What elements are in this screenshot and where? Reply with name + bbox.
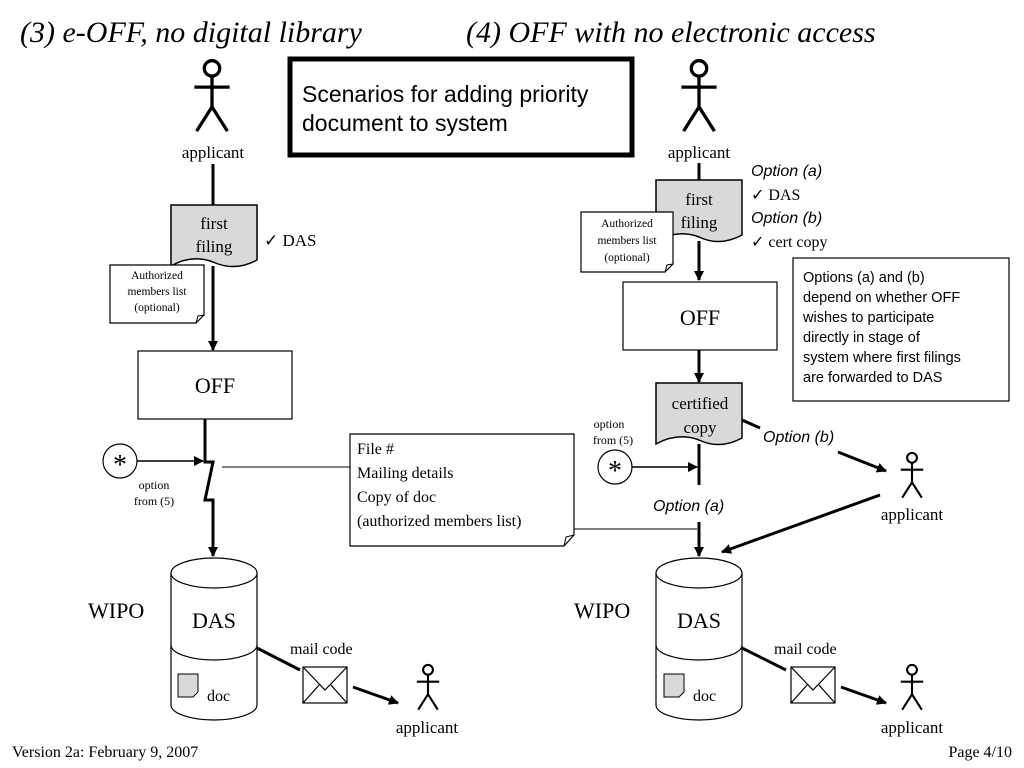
left-first-filing-document: first filing (170, 204, 258, 268)
right-first-filing-line-2: filing (681, 213, 718, 232)
scenarios-title-line-1: Scenarios for adding priority (302, 81, 589, 107)
left-doc-icon (177, 673, 199, 698)
right-scenario: applicant Option (a) ✓ DAS Option (b) ✓ … (574, 59, 1010, 737)
left-doc-label: doc (207, 688, 230, 705)
left-first-filing-line-2: filing (196, 237, 233, 256)
right-applicant-bottom: applicant (881, 718, 944, 737)
applicant-icon (415, 663, 441, 711)
scenarios-title-line-2: document to system (302, 110, 508, 136)
footer-version: Version 2a: February 9, 2007 (12, 744, 198, 761)
left-option-from-line-1: option (139, 478, 170, 492)
options-note-line-5: system where first filings (803, 350, 961, 366)
right-option-from-line-2: from (5) (593, 433, 633, 447)
right-wipo-label: WIPO (574, 598, 630, 623)
right-authorized-line-1: Authorized (601, 218, 653, 230)
left-applicant-top: applicant (182, 143, 245, 162)
right-first-filing-document: first filing (655, 179, 743, 243)
right-certified-copy-line-2: copy (683, 418, 717, 437)
right-option-b-label: Option (b) (751, 210, 822, 227)
right-cert-copy-check: ✓ cert copy (751, 234, 827, 251)
right-authorized-members-note: Authorized members list (optional) (580, 211, 674, 273)
right-das-label: DAS (677, 608, 721, 633)
left-das-check: ✓ DAS (264, 231, 317, 250)
applicant-icon (679, 59, 719, 133)
applicant-icon (192, 59, 232, 133)
right-off-label: OFF (680, 305, 720, 330)
options-note-line-2: depend on whether OFF (803, 290, 960, 306)
options-note-line-1: Options (a) and (b) (803, 270, 925, 286)
left-option-from-line-2: from (5) (134, 494, 174, 508)
left-option-asterisk: * (102, 443, 138, 481)
right-off-box: OFF (622, 281, 778, 351)
left-off-label: OFF (195, 373, 235, 398)
right-applicant-mid: applicant (881, 505, 944, 524)
file-details-note: File # Mailing details Copy of doc (auth… (349, 433, 575, 547)
left-authorized-members-note: Authorized members list (optional) (109, 264, 205, 324)
right-first-filing-line-1: first (685, 190, 713, 209)
file-details-line-3: Copy of doc (357, 489, 436, 506)
left-heading: (3) e-OFF, no digital library (20, 16, 363, 49)
left-applicant-bottom: applicant (396, 718, 459, 737)
right-applicant-top: applicant (668, 143, 731, 162)
right-heading: (4) OFF with no electronic access (466, 16, 876, 49)
scenarios-title-box: Scenarios for adding priority document t… (287, 56, 635, 158)
right-authorized-line-2: members list (597, 235, 657, 247)
options-note-line-6: are forwarded to DAS (803, 370, 942, 386)
left-asterisk-glyph: * (113, 450, 127, 481)
left-mail-code-label: mail code (290, 641, 353, 658)
right-certified-copy-document: certified copy (655, 382, 743, 446)
left-das-cylinder: DAS doc (170, 557, 258, 721)
left-first-filing-line-1: first (200, 214, 228, 233)
right-option-a-label: Option (a) (751, 163, 822, 180)
file-details-line-4: (authorized members list) (357, 513, 521, 530)
right-das-check: ✓ DAS (751, 187, 800, 204)
left-authorized-line-2: members list (127, 286, 187, 298)
left-off-box: OFF (137, 350, 293, 420)
right-option-b-arrow-label: Option (b) (763, 429, 834, 446)
left-wipo-label: WIPO (88, 598, 144, 623)
options-explanation-box: Options (a) and (b) depend on whether OF… (792, 257, 1010, 402)
right-option-a-arrow-label: Option (a) (653, 498, 724, 515)
right-authorized-line-3: (optional) (604, 252, 650, 264)
right-mail-code-label: mail code (774, 641, 837, 658)
left-das-label: DAS (192, 608, 236, 633)
right-doc-icon (663, 673, 685, 698)
options-note-line-4: directly in stage of (803, 330, 921, 346)
right-option-asterisk: * (597, 449, 633, 487)
right-envelope-icon (790, 666, 836, 704)
footer-page: Page 4/10 (948, 744, 1012, 761)
applicant-icon (899, 451, 925, 499)
right-das-cylinder: DAS doc (655, 557, 743, 721)
right-asterisk-glyph: * (608, 456, 622, 487)
file-details-line-1: File # (357, 441, 394, 458)
right-doc-label: doc (693, 688, 716, 705)
file-details-line-2: Mailing details (357, 465, 453, 482)
applicant-icon (899, 663, 925, 711)
left-authorized-line-3: (optional) (134, 302, 180, 314)
left-envelope-icon (302, 666, 348, 704)
left-authorized-line-1: Authorized (131, 270, 183, 282)
options-note-line-3: wishes to participate (802, 310, 934, 326)
right-certified-copy-line-1: certified (672, 394, 729, 413)
right-option-from-line-1: option (594, 417, 625, 431)
left-scenario: applicant first filing ✓ DAS Authorized … (88, 59, 459, 737)
